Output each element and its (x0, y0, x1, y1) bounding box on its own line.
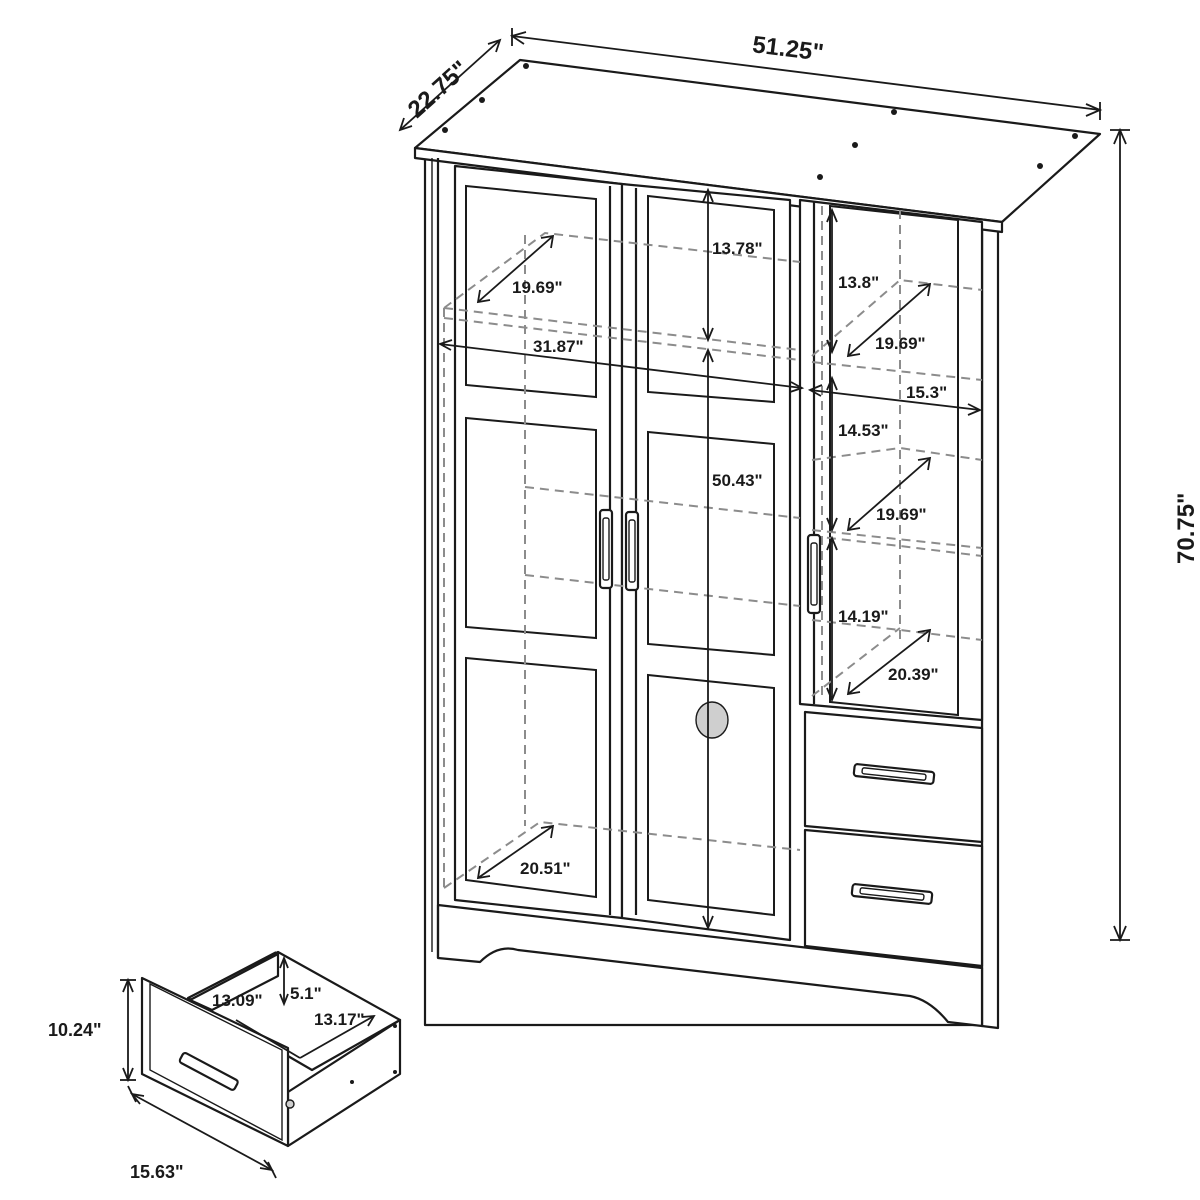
cabinet-right-side (980, 220, 1000, 1030)
side-mid-depth-label: 19.69" (876, 505, 927, 524)
left-door-handle (598, 508, 614, 590)
drawer-height-label: 10.24" (48, 1020, 102, 1040)
center-door-handle (624, 510, 640, 592)
interior-dashed (443, 206, 983, 889)
main-compartment-height-label: 50.43" (712, 471, 763, 490)
interior-width-label: 31.87" (533, 337, 584, 356)
drawer-front (140, 976, 290, 1148)
drawer-inner-width-label: 13.09" (212, 991, 263, 1010)
drawer-handle (178, 1051, 239, 1091)
top-holes (442, 63, 1078, 180)
drawers (803, 710, 984, 968)
dimension-labels: 51.25" 22.75" 70.75" 13.78" 19.69" 31.87… (48, 31, 1200, 1182)
open-drawer-detail (140, 950, 402, 1148)
drawer-front-width-label: 15.63" (130, 1162, 184, 1182)
upper-drawer-handle (852, 763, 936, 785)
top-shelf-depth-label: 19.69" (512, 278, 563, 297)
top-shelf-height-label: 13.78" (712, 239, 763, 258)
right-door-handle (806, 533, 822, 615)
right-door (798, 198, 984, 722)
side-top-depth-label: 19.69" (875, 334, 926, 353)
overall-height-label: 70.75" (1173, 493, 1200, 564)
lower-drawer-handle (850, 883, 934, 905)
door-handles (598, 508, 822, 615)
drawer-left-side (188, 952, 280, 1012)
bottom-depth-label: 20.51" (520, 859, 571, 878)
left-door (453, 164, 624, 920)
cabinet-plinth (436, 903, 984, 1028)
side-top-height-label: 13.8" (838, 273, 879, 292)
side-low-depth-label: 20.39" (888, 665, 939, 684)
drawer-inner-depth-label: 13.17" (314, 1010, 365, 1029)
side-low-height-label: 14.19" (838, 607, 889, 626)
side-mid-height-label: 14.53" (838, 421, 889, 440)
knob-icon (695, 701, 729, 739)
center-door (620, 182, 792, 942)
overall-width-label: 51.25" (751, 31, 825, 67)
drawer-inner-height-label: 5.1" (290, 984, 322, 1003)
dimension-lines (120, 28, 1130, 1179)
side-width-label: 15.3" (906, 383, 947, 402)
